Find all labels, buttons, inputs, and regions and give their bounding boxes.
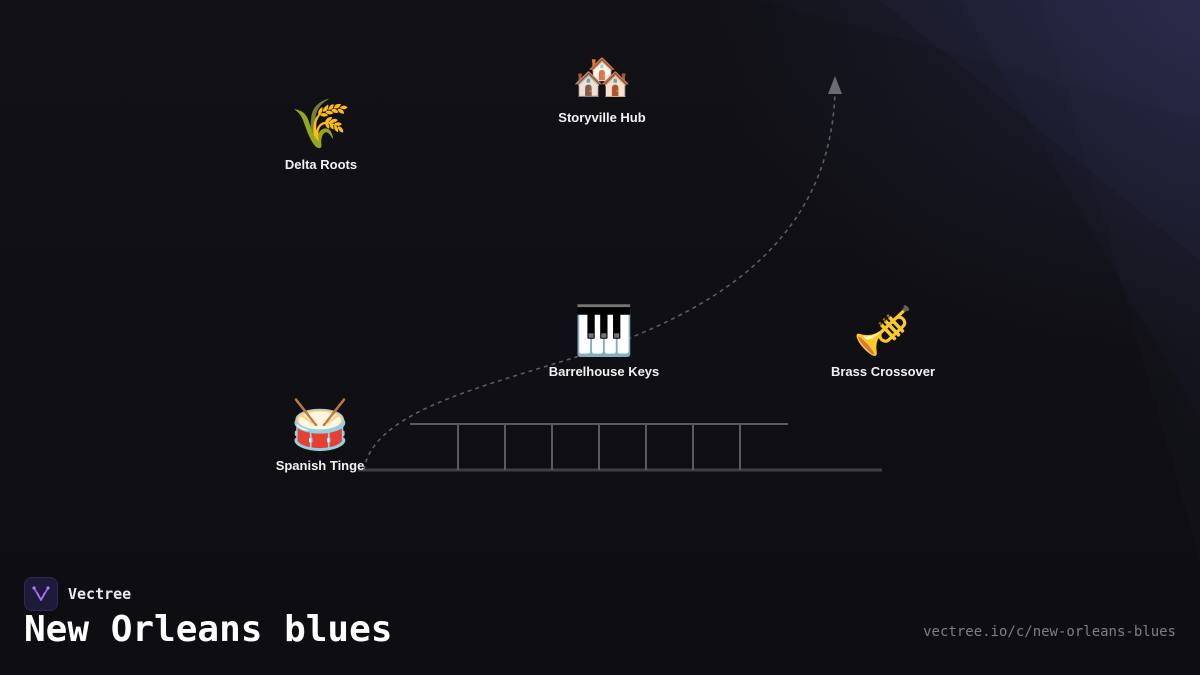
brand[interactable]: Vectree bbox=[24, 577, 131, 611]
node-label: Spanish Tinge bbox=[275, 458, 365, 473]
piano-keys-icon: 🎹 bbox=[574, 305, 634, 358]
node-delta-roots[interactable]: 🌾 Delta Roots bbox=[241, 96, 401, 172]
node-spanish-tinge[interactable]: 🥁 Spanish Tinge bbox=[240, 397, 400, 473]
wheat-sheaf-icon: 🌾 bbox=[291, 98, 351, 151]
trumpet-icon: 🎺 bbox=[853, 305, 913, 358]
node-label: Delta Roots bbox=[284, 157, 358, 172]
vectree-logo-icon bbox=[24, 577, 58, 611]
progression-curve bbox=[363, 91, 836, 471]
arrowhead-icon bbox=[828, 76, 842, 94]
node-storyville-hub[interactable]: 🏘️ Storyville Hub bbox=[522, 49, 682, 125]
node-label: Barrelhouse Keys bbox=[548, 364, 660, 379]
drum-icon: 🥁 bbox=[290, 399, 350, 452]
node-brass-crossover[interactable]: 🎺 Brass Crossover bbox=[803, 303, 963, 379]
node-barrelhouse-keys[interactable]: 🎹 Barrelhouse Keys bbox=[524, 303, 684, 379]
node-label: Brass Crossover bbox=[830, 364, 936, 379]
bracket-ticks bbox=[457, 424, 741, 470]
brand-name: Vectree bbox=[68, 585, 132, 603]
houses-icon: 🏘️ bbox=[572, 51, 632, 104]
node-label: Storyville Hub bbox=[558, 110, 646, 125]
page-title: New Orleans blues bbox=[24, 609, 393, 650]
source-url[interactable]: vectree.io/c/new-orleans-blues bbox=[923, 624, 1176, 640]
